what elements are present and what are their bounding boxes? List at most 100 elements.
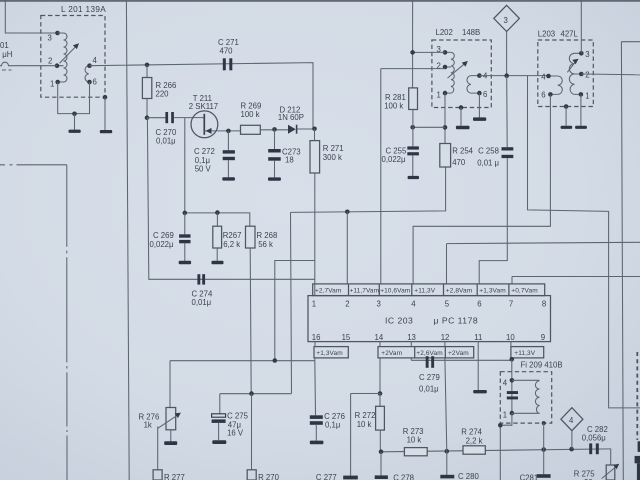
svg-text:+11,3V: +11,3V	[514, 350, 535, 357]
svg-text:8: 8	[542, 299, 546, 308]
svg-text:C 282: C 282	[587, 425, 608, 434]
svg-text:+11,7Vam: +11,7Vam	[350, 288, 380, 295]
svg-text:1: 1	[437, 90, 441, 99]
svg-text:7: 7	[509, 299, 513, 308]
svg-text:100 k: 100 k	[241, 110, 260, 119]
svg-text:2 SK117: 2 SK117	[189, 102, 218, 111]
svg-text:D 212: D 212	[280, 106, 301, 115]
svg-text:0,01 μ: 0,01 μ	[477, 159, 499, 168]
svg-text:50 V: 50 V	[195, 165, 212, 174]
svg-text:C 258: C 258	[478, 146, 499, 155]
svg-text:0,01μ: 0,01μ	[419, 385, 439, 394]
svg-text:3: 3	[504, 16, 508, 25]
svg-text:1: 1	[50, 80, 54, 89]
svg-text:1k: 1k	[144, 421, 152, 430]
svg-text:μ PC 1178: μ PC 1178	[434, 316, 479, 326]
svg-text:R 273: R 273	[403, 427, 424, 436]
svg-text:470: 470	[220, 47, 234, 56]
svg-text:C 272: C 272	[194, 147, 215, 156]
svg-text:L203: L203	[538, 30, 555, 39]
svg-text:R 254: R 254	[452, 146, 473, 155]
svg-text:10: 10	[506, 333, 515, 342]
svg-text:0,1μ: 0,1μ	[325, 421, 340, 430]
svg-text:C 277: C 277	[316, 473, 337, 480]
svg-text:R 266: R 266	[156, 81, 177, 90]
svg-text:10 k: 10 k	[407, 436, 422, 445]
svg-text:220: 220	[156, 90, 170, 99]
svg-text:13: 13	[407, 333, 416, 342]
svg-text:4: 4	[569, 416, 574, 425]
svg-text:4: 4	[93, 56, 98, 65]
svg-text:0,022μ: 0,022μ	[150, 240, 174, 249]
svg-text:3: 3	[377, 299, 381, 308]
svg-text:20 μ: 20 μ	[584, 478, 599, 480]
svg-text:1: 1	[503, 411, 507, 420]
svg-text:16 V: 16 V	[227, 429, 244, 438]
svg-text:0,01μ: 0,01μ	[156, 137, 176, 146]
svg-text:C273: C273	[282, 147, 301, 156]
svg-text:4: 4	[503, 378, 508, 387]
svg-text:14: 14	[375, 333, 384, 342]
svg-text:R 276: R 276	[139, 412, 160, 421]
svg-text:6: 6	[477, 299, 481, 308]
svg-text:3: 3	[585, 50, 589, 59]
svg-text:10 k: 10 k	[357, 420, 372, 429]
svg-text:C 270: C 270	[156, 128, 177, 137]
svg-text:18: 18	[285, 155, 294, 164]
svg-text:+11,3V: +11,3V	[414, 288, 435, 295]
svg-text:2: 2	[437, 62, 441, 71]
svg-text:427L: 427L	[561, 30, 579, 39]
svg-text:4: 4	[411, 299, 416, 308]
svg-text:1: 1	[312, 299, 316, 308]
svg-text:R 274: R 274	[461, 428, 482, 437]
svg-text:L202: L202	[436, 28, 453, 37]
svg-text:470: 470	[452, 158, 466, 167]
svg-text:C281: C281	[520, 474, 539, 480]
svg-text:C 278: C 278	[393, 474, 414, 480]
svg-text:+1,3Vam: +1,3Vam	[479, 288, 505, 295]
svg-text:100 k: 100 k	[384, 101, 403, 110]
svg-text:2,2 k: 2,2 k	[466, 436, 483, 445]
svg-text:16: 16	[312, 333, 321, 342]
svg-text:C 269: C 269	[153, 231, 174, 240]
svg-text:0,022μ: 0,022μ	[382, 155, 406, 164]
svg-text:R 281: R 281	[385, 93, 406, 102]
svg-text:47μ: 47μ	[228, 421, 241, 430]
svg-text:R 275: R 275	[574, 470, 595, 479]
svg-text:+2,7Vam: +2,7Vam	[315, 288, 341, 295]
svg-text:μH: μH	[2, 50, 12, 59]
svg-text:C 279: C 279	[419, 373, 440, 382]
svg-text:+2,6Vam: +2,6Vam	[416, 350, 442, 357]
svg-text:R267: R267	[223, 231, 242, 240]
svg-text:R 269: R 269	[241, 102, 262, 111]
svg-text:+2,8Vam: +2,8Vam	[446, 288, 472, 295]
svg-text:01: 01	[0, 41, 9, 50]
svg-text:C 274: C 274	[192, 290, 213, 299]
svg-text:56 k: 56 k	[258, 240, 273, 249]
svg-text:R 270: R 270	[258, 473, 279, 480]
svg-text:3: 3	[48, 34, 52, 43]
svg-text:C 271: C 271	[218, 38, 239, 47]
svg-text:2: 2	[585, 71, 589, 80]
svg-text:+1,3Vam: +1,3Vam	[316, 350, 342, 357]
svg-text:15: 15	[342, 333, 351, 342]
svg-text:C 280: C 280	[458, 472, 479, 480]
svg-text:11: 11	[474, 333, 482, 342]
svg-text:9: 9	[541, 333, 545, 342]
svg-text:2: 2	[48, 57, 52, 66]
svg-text:148B: 148B	[462, 28, 480, 37]
svg-text:300 k: 300 k	[323, 153, 342, 162]
svg-text:+2Vam: +2Vam	[381, 350, 402, 357]
svg-text:C 276: C 276	[324, 412, 345, 421]
svg-text:R 277: R 277	[164, 473, 185, 480]
svg-text:12: 12	[441, 333, 450, 342]
svg-text:1: 1	[585, 91, 589, 100]
svg-text:0,1μ: 0,1μ	[195, 156, 210, 165]
svg-text:C 275: C 275	[227, 412, 248, 421]
svg-text:6,2 k: 6,2 k	[223, 240, 240, 249]
svg-text:+2Vam: +2Vam	[448, 350, 469, 357]
svg-text:6: 6	[93, 77, 97, 86]
svg-text:+0,7Vam: +0,7Vam	[511, 288, 537, 295]
svg-text:5: 5	[445, 299, 450, 308]
svg-text:T 211: T 211	[193, 94, 212, 103]
